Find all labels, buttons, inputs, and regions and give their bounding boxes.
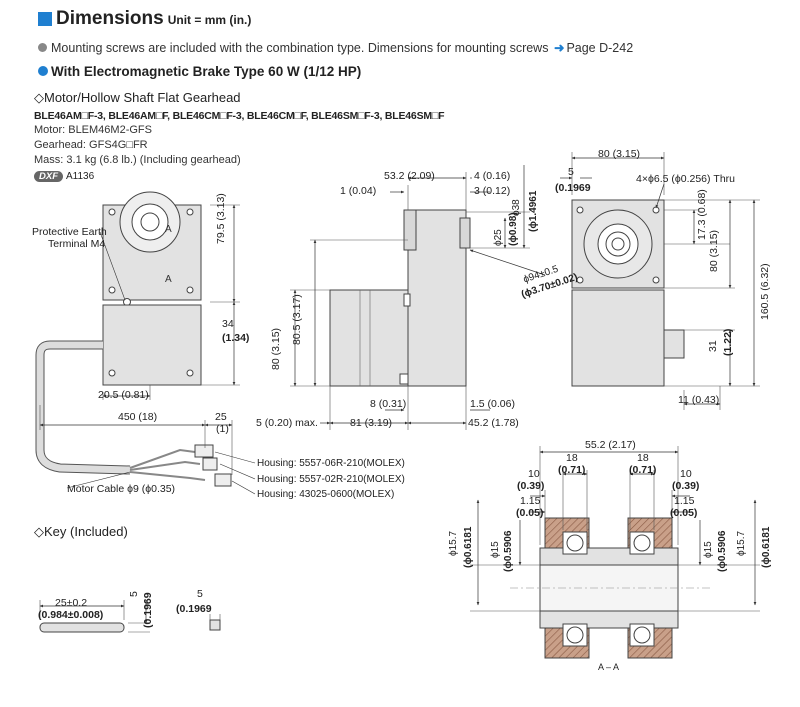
dim-53-2: 53.2 (2.09) xyxy=(384,170,435,182)
dim-38-in: (ϕ1.4961 xyxy=(528,190,539,232)
dim-34-in: (1.34) xyxy=(222,332,250,344)
gearhead-front-view xyxy=(560,152,760,410)
dxf-badge: DXF xyxy=(34,171,63,182)
motor-spec: Motor: BLEM46M2-GFS xyxy=(34,124,152,136)
dim-15-left-in: (ϕ0.5906 xyxy=(503,530,514,572)
dim-3: 3 (0.12) xyxy=(474,185,511,197)
section-motor-heading: ◇Motor/Hollow Shaft Flat Gearhead xyxy=(34,90,241,105)
dim-15-7-left-in: (ϕ0.6181 xyxy=(463,526,474,568)
arrow-right-icon: ➜ xyxy=(553,41,565,55)
key-dim-5-side-in: (0.1969 xyxy=(142,592,154,628)
dim-80-5: 80.5 (3.17) xyxy=(291,294,303,345)
key-dim-5-end-in: (0.1969 xyxy=(176,603,212,615)
dim-45-2: 45.2 (1.78) xyxy=(468,417,519,429)
dim-34: 34 xyxy=(222,318,234,330)
dim-5-keyway: 5 xyxy=(568,166,574,178)
dim-10-left: 10 xyxy=(528,468,540,480)
page-link[interactable]: Page D-242 xyxy=(566,41,634,55)
dim-15-left: ϕ15 xyxy=(490,541,501,558)
housing-2-label: Housing: 5557-02R-210(MOLEX) xyxy=(257,474,405,485)
dim-31: 31 xyxy=(707,340,719,352)
header-square-icon xyxy=(38,12,52,26)
dim-18-right: 18 xyxy=(637,452,649,464)
dim-18-left: 18 xyxy=(566,452,578,464)
section-key-heading: ◇Key (Included) xyxy=(34,524,128,539)
dim-25-bore: ϕ25 xyxy=(493,229,504,246)
dim-20-5: 20.5 (0.81) xyxy=(98,389,149,401)
dim-18-right-in: (0.71) xyxy=(629,464,657,476)
key-dim-25-in: (0.984±0.008) xyxy=(38,609,104,621)
housing-1-label: Housing: 5557-06R-210(MOLEX) xyxy=(257,458,405,469)
dim-10-right: 10 xyxy=(680,468,692,480)
dim-160-5: 160.5 (6.32) xyxy=(759,263,771,320)
dim-55-2: 55.2 (2.17) xyxy=(585,439,636,451)
dim-1-15-right: 1.15 xyxy=(674,495,695,507)
dim-79-5: 79.5 (3.13) xyxy=(215,193,227,244)
housing-3-label: Housing: 43025-0600(MOLEX) xyxy=(257,489,395,500)
section-subtitle: With Electromagnetic Brake Type 60 W (1/… xyxy=(38,64,361,79)
key-dim-5-side: 5 xyxy=(128,591,140,597)
dim-25-in: (1) xyxy=(216,423,229,435)
key-drawing xyxy=(39,600,221,633)
dim-1-15-right-in: (0.05) xyxy=(670,507,698,519)
svg-text:A: A xyxy=(165,224,172,235)
cable-label: Motor Cable ϕ9 (ϕ0.35) xyxy=(67,483,176,495)
section-label: A – A xyxy=(598,662,620,672)
dim-450: 450 (18) xyxy=(118,411,158,423)
model-list: BLE46AM□F-3, BLE46AM□F, BLE46CM□F-3, BLE… xyxy=(34,110,445,122)
dim-10-left-in: (0.39) xyxy=(517,480,545,492)
dim-25-bore-in: (ϕ0.98) xyxy=(508,212,519,246)
dim-81: 81 (3.19) xyxy=(350,417,393,429)
dim-31-in: (1.22) xyxy=(722,328,734,356)
dim-15-right-in: (ϕ0.5906 xyxy=(717,530,728,572)
dim-25: 25 xyxy=(215,411,227,423)
dim-5-max: 5 (0.20) max. xyxy=(256,417,318,429)
svg-text:A: A xyxy=(165,274,172,285)
dim-15-right: ϕ15 xyxy=(703,541,714,558)
dim-11: 11 (0.43) xyxy=(678,394,720,406)
dim-15-7-left: ϕ15.7 xyxy=(448,530,459,556)
gearhead-spec: Gearhead: GFS4G□FR xyxy=(34,139,148,151)
key-dim-5-end: 5 xyxy=(197,588,203,600)
key-dim-25: 25±0.2 xyxy=(55,597,88,609)
dim-15-7-right: ϕ15.7 xyxy=(736,530,747,556)
dim-80-top: 80 (3.15) xyxy=(598,148,641,160)
motor-top-view: A A xyxy=(35,191,256,495)
dim-1-5: 1.5 (0.06) xyxy=(470,398,515,410)
bullet-icon xyxy=(38,66,48,76)
section-a-a-view xyxy=(470,446,760,659)
mounting-note: Mounting screws are included with the co… xyxy=(38,40,633,55)
dim-80-left: 80 (3.15) xyxy=(270,327,282,370)
dim-4: 4 (0.16) xyxy=(474,170,511,182)
dim-8: 8 (0.31) xyxy=(370,398,407,410)
dim-18-left-in: (0.71) xyxy=(558,464,586,476)
motor-side-view xyxy=(290,165,546,430)
dim-10-right-in: (0.39) xyxy=(672,480,700,492)
dim-1: 1 (0.04) xyxy=(340,185,377,197)
dim-80-right: 80 (3.15) xyxy=(708,229,720,272)
unit-label: Unit = mm (in.) xyxy=(167,13,252,27)
dim-17-3: 17.3 (0.68) xyxy=(696,189,708,240)
dim-1-15-left-in: (0.05) xyxy=(516,507,544,519)
pe-label-1: Protective Earth xyxy=(32,226,107,238)
dim-15-7-right-in: (ϕ0.6181 xyxy=(761,526,772,568)
dim-5-keyway-in: (0.1969 xyxy=(555,182,591,194)
thru-holes-label: 4×ϕ6.5 (ϕ0.256) Thru xyxy=(636,173,736,185)
mass-spec: Mass: 3.1 kg (6.8 lb.) (Including gearhe… xyxy=(34,154,241,166)
dim-1-15-left: 1.15 xyxy=(520,495,541,507)
bullet-icon xyxy=(38,43,47,52)
pe-label-2: Terminal M4 xyxy=(48,238,106,250)
